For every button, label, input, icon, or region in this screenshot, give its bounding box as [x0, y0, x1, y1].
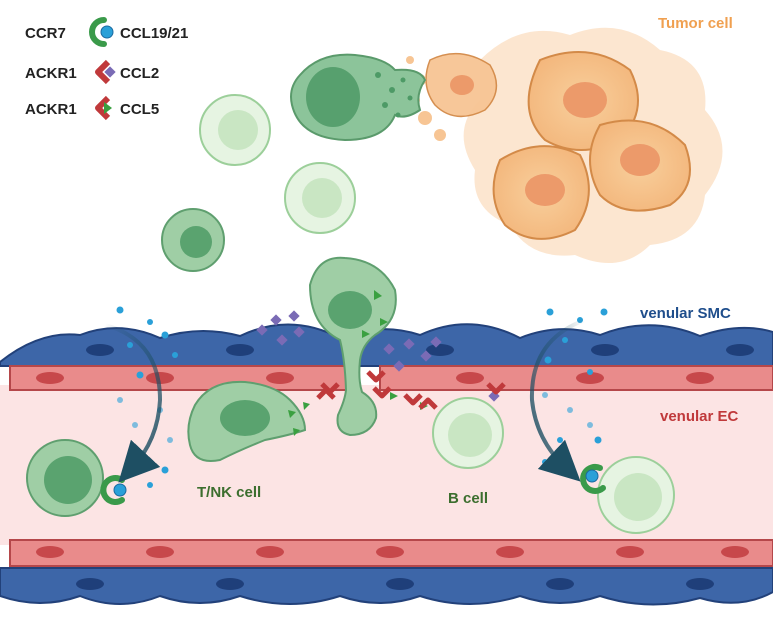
top-smc-layer: [0, 323, 773, 367]
migration-arrows: [104, 318, 586, 483]
legend-ligand-ccl2: CCL2: [120, 65, 159, 82]
effector-cell-near-tumor: [290, 53, 427, 142]
legend-receptor-ccr7: CCR7: [25, 25, 66, 42]
tumor-cell-label: Tumor cell: [658, 15, 733, 32]
ccl19-21-dot-icon: [100, 25, 114, 39]
transmigrating-cell: [308, 256, 397, 437]
tnk-cell-lumen: [26, 439, 104, 517]
ccr7-receptor-right: [580, 463, 606, 494]
legend-receptor-ackr1-2: ACKR1: [25, 101, 77, 118]
tnk-cell-label: T/NK cell: [197, 484, 261, 501]
floating-cell-2: [284, 162, 356, 234]
tumor-cluster: [406, 27, 723, 264]
b-cell-center: [432, 397, 504, 469]
floating-cell-1: [199, 94, 271, 166]
floating-cell-3: [161, 208, 225, 272]
ccr7-receptor-icon: [89, 17, 107, 47]
legend-ligand-ccl5: CCL5: [120, 101, 159, 118]
legend-receptor-ackr1-1: ACKR1: [25, 65, 77, 82]
bottom-smc-layer: [0, 567, 773, 606]
ccl2-diamonds: [256, 310, 500, 402]
tnk-cell-crawling: [187, 380, 307, 462]
venular-ec-label: venular EC: [660, 408, 739, 425]
ccl5-triangle-icon: [104, 102, 112, 114]
top-ec-layer: [9, 365, 773, 391]
bottom-ec-layer: [9, 539, 773, 567]
b-cell-right: [597, 456, 675, 534]
ackr1-receptors: [316, 370, 506, 410]
ackr1-receptor-icon-2: [95, 95, 111, 121]
legend-ligand-ccl19-21: CCL19/21: [120, 25, 188, 42]
venular-smc-label: venular SMC: [640, 305, 731, 322]
ackr1-receptor-icon: [95, 59, 111, 85]
legend: CCR7 CCL19/21 ACKR1 CCL2 ACKR1 CCL5: [25, 17, 188, 121]
b-cell-label: B cell: [448, 490, 488, 507]
ccr7-receptor-left: [100, 475, 127, 505]
